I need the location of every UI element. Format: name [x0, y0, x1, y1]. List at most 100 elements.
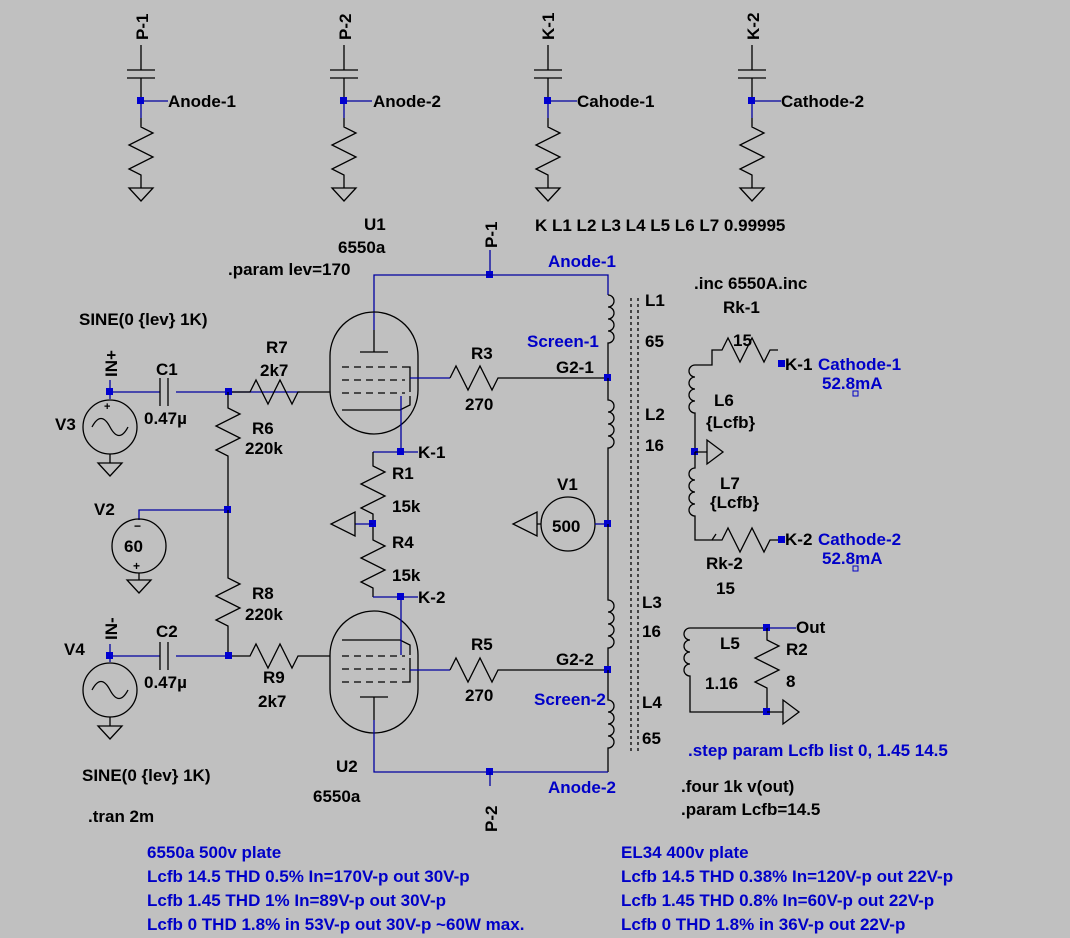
net-g2-2: G2-2 — [556, 650, 594, 669]
port-p1: P-1 — [482, 222, 501, 248]
l2-value: 16 — [645, 436, 664, 455]
rk1-ref: Rk-1 — [723, 298, 760, 317]
probe-anode-1: P-1 Anode-1 — [127, 14, 236, 202]
svg-text:−: − — [134, 519, 141, 533]
net-anode-2: Anode-2 — [548, 778, 616, 797]
step-directive: .step param Lcfb list 0, 1.45 14.5 — [688, 741, 948, 760]
rk1-value: 15 — [733, 331, 752, 350]
r3-value: 270 — [465, 395, 493, 414]
net-k2: K-2 — [418, 588, 445, 607]
v3-value: SINE(0 {lev} 1K) — [79, 310, 208, 329]
r7-value: 2k7 — [260, 361, 288, 380]
l4-value: 65 — [642, 729, 661, 748]
u1-model: 6550a — [338, 238, 386, 257]
port-label-k2: K-2 — [744, 13, 763, 40]
rk2-ref: Rk-2 — [706, 554, 743, 573]
c1-value: 0.47µ — [144, 409, 187, 428]
net-label-cathode-2: Cathode-2 — [781, 92, 864, 111]
r8-ref: R8 — [252, 584, 274, 603]
source-v2: − + — [111, 518, 167, 594]
source-v4: IN- — [82, 617, 228, 740]
readout-cathode-1: Cathode-1 — [818, 355, 901, 374]
r2-ref: R2 — [786, 640, 808, 659]
r5-ref: R5 — [471, 635, 493, 654]
port-label-p2: P-2 — [336, 14, 355, 40]
note-right-2: Lcfb 14.5 THD 0.38% In=120V-p out 22V-p — [621, 867, 953, 886]
net-label-anode-2: Anode-2 — [373, 92, 441, 111]
l2-ref: L2 — [645, 405, 665, 424]
c1-ref: C1 — [156, 360, 178, 379]
note-left-2: Lcfb 14.5 THD 0.5% In=170V-p out 30V-p — [147, 867, 470, 886]
l3-value: 16 — [642, 622, 661, 641]
net-k2-right: K-2 — [785, 530, 812, 549]
net-k1-right: K-1 — [785, 355, 812, 374]
l3-ref: L3 — [642, 593, 662, 612]
l4-ref: L4 — [642, 693, 662, 712]
inc-directive: .inc 6550A.inc — [694, 274, 807, 293]
r1-ref: R1 — [392, 464, 414, 483]
readout-cathode-1-current: 52.8mA — [822, 374, 882, 393]
probe-cathode-1: K-1 Cahode-1 — [534, 13, 654, 202]
readout-cathode-2-current: 52.8mA — [822, 549, 882, 568]
r9-value: 2k7 — [258, 692, 286, 711]
r6-value: 220k — [245, 439, 283, 458]
l7-ref: L7 — [720, 474, 740, 493]
v2-ref: V2 — [94, 500, 115, 519]
l1-value: 65 — [645, 332, 664, 351]
port-in-minus: IN- — [102, 617, 121, 640]
tran-directive: .tran 2m — [88, 807, 154, 826]
port-in-plus: IN+ — [102, 350, 121, 377]
coupling-directive: K L1 L2 L3 L4 L5 L6 L7 0.99995 — [535, 216, 785, 235]
net-screen-1: Screen-1 — [527, 332, 599, 351]
note-left-1: 6550a 500v plate — [147, 843, 281, 862]
r9-ref: R9 — [263, 668, 285, 687]
c2-ref: C2 — [156, 622, 178, 641]
r4-value: 15k — [392, 566, 421, 585]
port-label-p1: P-1 — [133, 14, 152, 40]
net-label-cahode-1: Cahode-1 — [577, 92, 654, 111]
note-right-4: Lcfb 0 THD 1.8% in 36V-p out 22V-p — [621, 915, 905, 934]
v1-value: 500 — [552, 517, 580, 536]
tube-u1 — [329, 311, 419, 435]
r4-ref: R4 — [392, 533, 414, 552]
port-p2: P-2 — [482, 806, 501, 832]
net-k1: K-1 — [418, 443, 445, 462]
net-out: Out — [796, 618, 826, 637]
port-label-k1: K-1 — [539, 13, 558, 40]
r5-value: 270 — [465, 686, 493, 705]
r7-ref: R7 — [266, 338, 288, 357]
l5-ref: L5 — [720, 634, 740, 653]
source-v3: IN+ + — [82, 350, 300, 477]
v2-value: 60 — [124, 537, 143, 556]
net-label-anode-1: Anode-1 — [168, 92, 236, 111]
r3-ref: R3 — [471, 344, 493, 363]
r2-value: 8 — [786, 672, 795, 691]
svg-text:+: + — [104, 401, 110, 413]
note-left-3: Lcfb 1.45 THD 1% In=89V-p out 30V-p — [147, 891, 446, 910]
note-right-3: Lcfb 1.45 THD 0.8% In=60V-p out 22V-p — [621, 891, 934, 910]
l6-value: {Lcfb} — [706, 413, 756, 432]
u1-ref: U1 — [364, 215, 386, 234]
net-anode-1: Anode-1 — [548, 252, 616, 271]
source-v1 — [511, 496, 611, 552]
svg-text:+: + — [133, 559, 140, 573]
readout-cathode-2: Cathode-2 — [818, 530, 901, 549]
tube-u2 — [329, 610, 419, 734]
l5-value: 1.16 — [705, 674, 738, 693]
r1-value: 15k — [392, 497, 421, 516]
probe-cathode-2: K-2 Cathode-2 — [738, 13, 864, 202]
u2-ref: U2 — [336, 757, 358, 776]
l1-ref: L1 — [645, 291, 665, 310]
r8-value: 220k — [245, 605, 283, 624]
v4-value: SINE(0 {lev} 1K) — [82, 766, 211, 785]
four-directive: .four 1k v(out) — [681, 777, 794, 796]
param-lcfb-directive: .param Lcfb=14.5 — [681, 800, 820, 819]
param-lev-directive: .param lev=170 — [228, 260, 350, 279]
rk2-value: 15 — [716, 579, 735, 598]
v1-ref: V1 — [557, 475, 578, 494]
r6-ref: R6 — [252, 419, 274, 438]
u2-model: 6550a — [313, 787, 361, 806]
c2-value: 0.47µ — [144, 673, 187, 692]
v4-ref: V4 — [64, 640, 85, 659]
